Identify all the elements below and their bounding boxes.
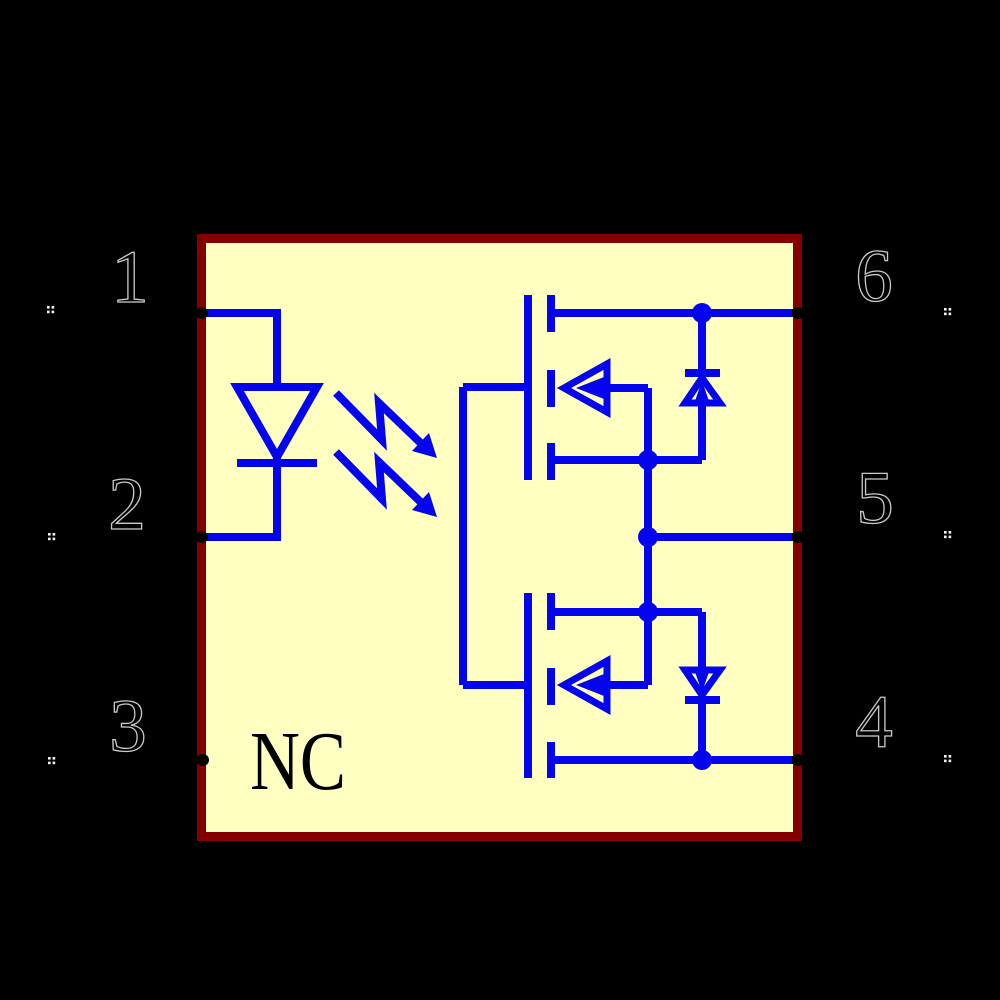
light-arrow-bottom-head xyxy=(412,492,437,517)
nc-label[interactable]: NC xyxy=(250,715,346,808)
junction-dot xyxy=(692,750,712,770)
mosfet-top-substrate-arrowhead xyxy=(576,377,604,399)
pin5-end-marker[interactable] xyxy=(944,531,952,539)
led-emitter[interactable] xyxy=(200,309,324,541)
junction-dot xyxy=(638,527,658,547)
light-arrow-bottom-zigzag xyxy=(333,449,433,514)
pin2-attach-dot[interactable] xyxy=(196,531,208,543)
mosfet-top-substrate-triangle xyxy=(556,358,611,418)
pin-number-3[interactable]: 3 xyxy=(109,684,148,768)
pin1-attach-dot[interactable] xyxy=(196,307,208,319)
pin3-attach-dot[interactable] xyxy=(197,754,209,766)
gate-rail[interactable] xyxy=(459,383,524,689)
pin4-attach-dot[interactable] xyxy=(792,754,804,766)
pin-number-5[interactable]: 5 xyxy=(856,456,895,540)
pin-attachments[interactable] xyxy=(195,307,804,766)
pin6-end-marker[interactable] xyxy=(944,308,952,316)
pin-number-6[interactable]: 6 xyxy=(855,234,894,318)
body-diode-top-arrowtip xyxy=(695,381,709,401)
pin2-end-marker[interactable] xyxy=(48,533,56,541)
light-arrow-top[interactable] xyxy=(333,390,437,458)
junction-dot xyxy=(638,450,658,470)
light-arrows[interactable] xyxy=(333,390,437,517)
pin-number-2[interactable]: 2 xyxy=(108,462,147,546)
pin-number-4[interactable]: 4 xyxy=(855,680,894,764)
mosfet-bottom-substrate-triangle xyxy=(556,655,611,715)
pin4-end-marker[interactable] xyxy=(944,755,952,763)
mosfet-bottom[interactable] xyxy=(524,593,797,778)
light-arrow-bottom[interactable] xyxy=(333,449,437,517)
led-cathode-wire[interactable] xyxy=(200,455,281,541)
pin3-end-marker[interactable] xyxy=(48,757,56,765)
mosfet-top[interactable] xyxy=(524,295,797,480)
pin-number-1[interactable]: 1 xyxy=(111,235,150,319)
led-triangle[interactable] xyxy=(230,383,324,466)
pin6-attach-dot[interactable] xyxy=(792,307,804,319)
light-arrow-top-head xyxy=(412,433,437,458)
light-arrow-top-zigzag xyxy=(333,390,433,455)
mosfet-bottom-substrate-arrowhead xyxy=(576,674,604,696)
body-diode-bottom-arrowtip xyxy=(695,672,709,692)
pin1-end-marker[interactable] xyxy=(47,306,55,314)
body-diode-bottom-triangle xyxy=(678,666,727,702)
pin5-attach-dot[interactable] xyxy=(792,531,804,543)
led-anode-wire[interactable] xyxy=(200,309,281,391)
junction-dot xyxy=(638,602,658,622)
junction-dot xyxy=(692,303,712,323)
